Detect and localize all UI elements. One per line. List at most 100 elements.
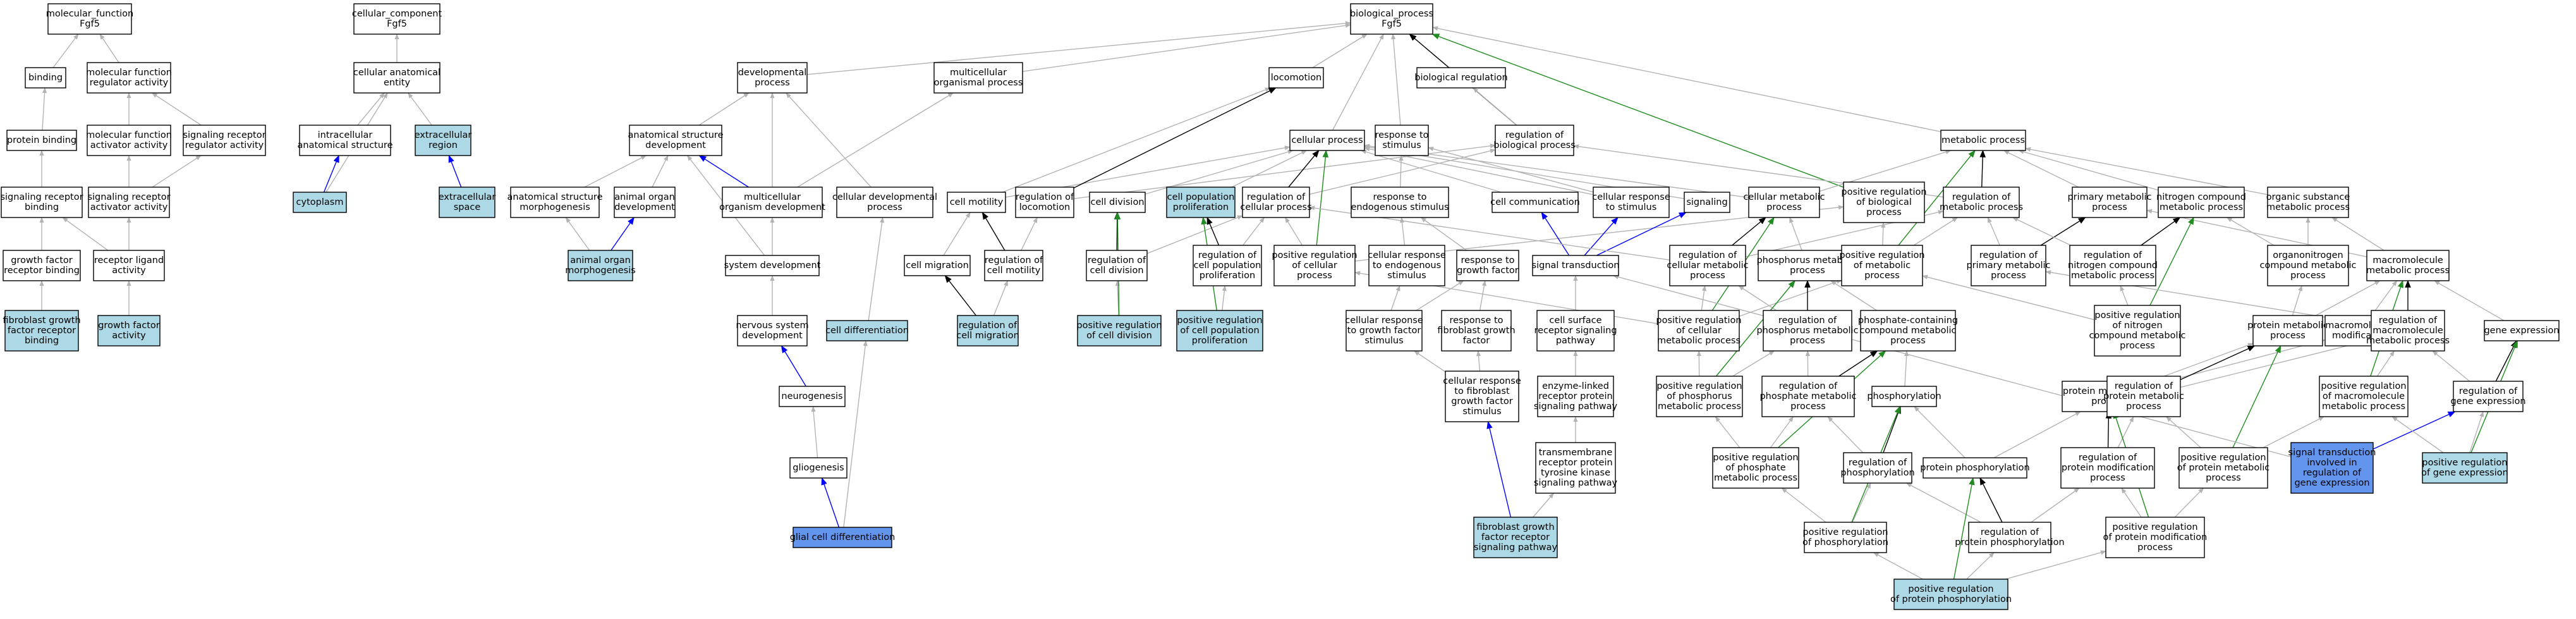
node-label-line: metabolic process: [1941, 135, 2025, 145]
node-label-line: signaling pathway: [1534, 401, 1618, 412]
node-label-line: regulation of: [1981, 527, 2039, 537]
node-box: [1841, 245, 1923, 286]
edge-green: [1898, 150, 1976, 246]
node-label-line: positive regulation: [1713, 453, 1798, 463]
node-label-line: regulation of: [1679, 250, 1737, 260]
node-label-line: of phosphorus: [1667, 391, 1732, 401]
node-label-line: gliogenesis: [793, 463, 844, 473]
edge-gray: [565, 217, 590, 251]
node-box: [2106, 376, 2181, 417]
node-label-line: intracellular: [318, 130, 373, 140]
node-box: [629, 125, 722, 156]
edge-gray: [1987, 217, 2000, 246]
node-label-line: anatomical structure: [628, 130, 724, 140]
edge-gray: [2005, 550, 2106, 580]
edge-black: [1288, 150, 1320, 188]
node-label-line: developmental: [738, 68, 807, 78]
node-label-line: positive regulation: [1656, 381, 1742, 391]
go-term-node-gexp: gene expression: [2484, 320, 2560, 341]
node-box: [2453, 381, 2524, 412]
node-label-line: process: [1766, 202, 1802, 212]
node-label-line: activator activity: [90, 140, 168, 150]
node-label-line: positive regulation: [1841, 187, 1926, 197]
node-box: [2069, 245, 2156, 286]
node-box: [2484, 320, 2560, 341]
edge-gray: [1473, 87, 1517, 126]
go-term-node-binding: binding: [25, 67, 66, 89]
edge-gray: [1732, 350, 1775, 377]
edge-black: [1838, 350, 1878, 377]
node-box: [1445, 371, 1519, 422]
edge-gray: [357, 92, 385, 126]
node-label-line: cell population: [1194, 260, 1261, 271]
node-label-line: activator activity: [90, 202, 168, 212]
node-label-line: phosphate-containing: [1858, 316, 1958, 326]
node-label-line: signal transduction: [2288, 448, 2376, 458]
node-box: [1761, 376, 1855, 417]
edge-gray: [152, 155, 202, 188]
node-box: [87, 125, 171, 156]
node-label-line: metabolic process: [2071, 271, 2154, 281]
node-label-line: of cell division: [1086, 331, 1152, 341]
node-box: [1166, 187, 1236, 218]
go-term-node-cdiff: cell differentiation: [825, 320, 909, 341]
node-label-line: nervous system: [736, 321, 808, 331]
node-label-line: space: [454, 202, 481, 212]
edge-gray: [2376, 350, 2395, 377]
node-label-line: signaling pathway: [1474, 542, 1558, 553]
node-label-line: glial cell differentiation: [790, 532, 896, 542]
node-box: [1669, 245, 1746, 286]
node-label-line: regulation of: [1016, 192, 1074, 202]
node-label-line: of phosphate: [1725, 463, 1785, 473]
node-label-line: morphogenesis: [565, 266, 636, 276]
node-label-line: regulation of: [1247, 192, 1306, 202]
edge-gray: [786, 92, 872, 188]
node-label-line: development: [645, 140, 706, 150]
node-label-line: of gene expression: [2421, 468, 2508, 478]
node-box: [737, 62, 808, 94]
node-box: [1350, 3, 1433, 35]
node-label-line: activity: [112, 331, 146, 341]
node-label-line: cell division: [1090, 197, 1144, 207]
node-box: [1804, 522, 1887, 553]
node-label-line: process: [1297, 271, 1332, 281]
go-term-node-pb: protein binding: [6, 130, 77, 151]
node-label-line: regulation of: [1849, 458, 1907, 468]
node-label-line: metabolic process: [1657, 336, 1741, 346]
edge-gray: [2121, 487, 2142, 518]
node-box: [1015, 187, 1074, 218]
node-box: [2422, 452, 2508, 484]
edge-green: [2149, 216, 2194, 306]
node-box: [25, 67, 66, 89]
edge-gray: [1309, 149, 1496, 195]
node-label-line: morphogenesis: [519, 202, 590, 212]
edge-blue: [611, 217, 635, 251]
node-label-line: compound metabolic: [2089, 331, 2186, 341]
go-term-node-st: signal transduction: [1532, 255, 1619, 276]
go-term-node-ccom: cell communication: [1490, 192, 1580, 213]
edge-gray: [1738, 285, 1777, 311]
edge-gray: [1231, 150, 1308, 188]
node-label-line: animal organ: [570, 255, 631, 266]
node-box: [1077, 315, 1162, 346]
node-box: [2105, 517, 2205, 558]
node-label-line: gene expression: [2450, 396, 2525, 407]
node-label-line: protein metabolic: [2103, 391, 2184, 401]
node-label-line: fibroblast growth: [3, 316, 80, 326]
edge-gray: [1146, 215, 1243, 254]
node-label-line: process: [2206, 473, 2241, 483]
node-label-line: protein metabolic: [2247, 321, 2328, 331]
edge-green: [1715, 280, 1795, 377]
node-box: [1289, 130, 1365, 151]
